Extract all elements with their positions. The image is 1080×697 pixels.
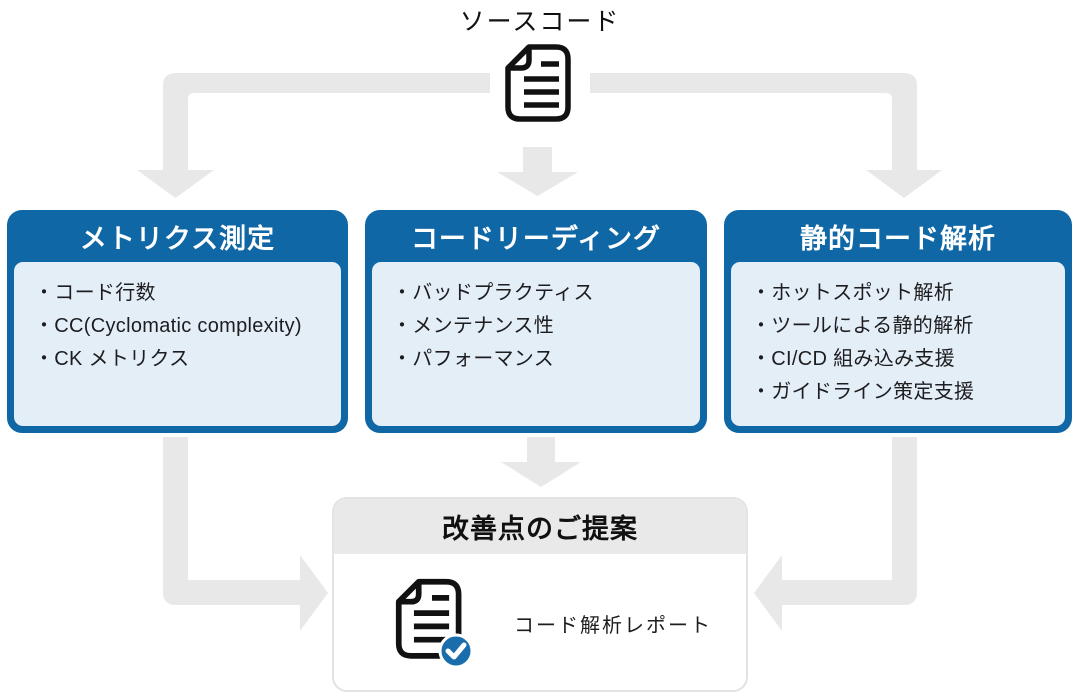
list-item: ・メンテナンス性 (392, 315, 554, 337)
static-analysis-box: 静的コード解析 ・ホットスポット解析・ツールによる静的解析・CI/CD 組み込み… (724, 210, 1072, 433)
arrow-source-to-codereading (497, 147, 578, 196)
list-item: ・ツールによる静的解析 (751, 315, 974, 337)
metrics-box-title: メトリクス測定 (79, 223, 276, 254)
list-item: ・ガイドライン策定支援 (751, 381, 975, 403)
static-analysis-box-body: ・ホットスポット解析・ツールによる静的解析・CI/CD 組み込み支援・ガイドライ… (731, 262, 1065, 426)
code-reading-item-list: ・バッドプラクティス・メンテナンス性・パフォーマンス (392, 277, 690, 376)
metrics-box-body: ・コード行数・CC(Cyclomatic complexity) ・CK メトリク… (14, 262, 341, 426)
list-item: ・ホットスポット解析 (751, 282, 954, 304)
list-item: ・バッドプラクティス (392, 282, 594, 304)
arrow-source-to-staticanalysis (590, 73, 942, 198)
static-analysis-box-title: 静的コード解析 (800, 223, 996, 254)
result-box-body: コード解析レポート (334, 554, 746, 690)
static-analysis-item-list: ・ホットスポット解析・ツールによる静的解析・CI/CD 組み込み支援・ガイドライ… (751, 277, 1055, 409)
list-item: ・CC(Cyclomatic complexity) (34, 315, 302, 337)
metrics-item-list: ・コード行数・CC(Cyclomatic complexity) ・CK メトリク… (34, 277, 331, 376)
result-box-title: 改善点のご提案 (334, 499, 746, 554)
document-check-icon (395, 578, 474, 669)
result-box: 改善点のご提案 コード解析レポート (332, 497, 748, 692)
source-code-label: ソースコード (459, 8, 621, 36)
list-item: ・CK メトリクス (34, 348, 190, 370)
metrics-box: メトリクス測定 ・コード行数・CC(Cyclomatic complexity)… (7, 210, 348, 433)
check-badge (438, 633, 474, 669)
list-item: ・CI/CD 組み込み支援 (751, 348, 955, 370)
list-item: ・パフォーマンス (392, 348, 554, 370)
code-reading-box-title: コードリーディング (410, 223, 662, 254)
document-icon (505, 44, 571, 122)
arrow-codereading-to-result (501, 437, 581, 487)
arrow-staticanalysis-to-result (754, 437, 917, 631)
report-label: コード解析レポート (514, 614, 712, 637)
code-reading-box: コードリーディング ・バッドプラクティス・メンテナンス性・パフォーマンス (365, 210, 707, 433)
list-item: ・コード行数 (34, 282, 156, 304)
arrow-source-to-metrics (137, 73, 490, 198)
code-reading-box-body: ・バッドプラクティス・メンテナンス性・パフォーマンス (372, 262, 700, 426)
arrow-metrics-to-result (163, 437, 328, 631)
